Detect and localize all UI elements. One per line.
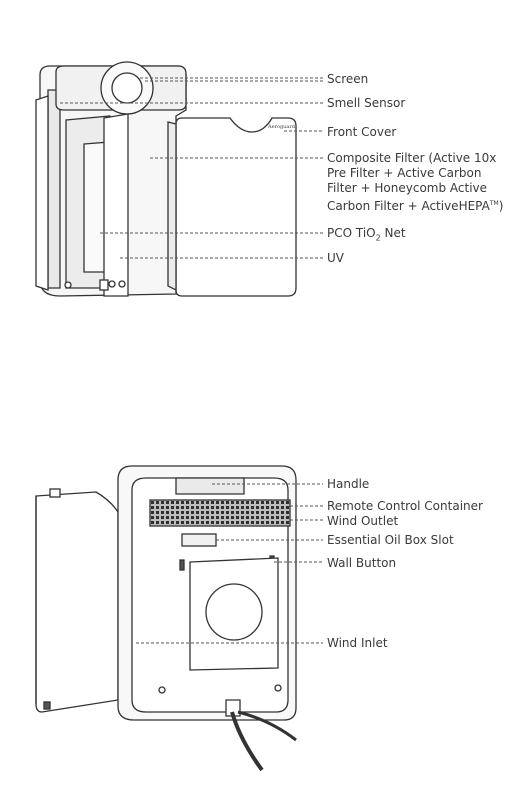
label-wall-button: Wall Button	[327, 556, 397, 570]
label-essential-oil-box-slot: Essential Oil Box Slot	[327, 533, 454, 547]
label-remote-control-container: Remote Control Container	[327, 499, 483, 513]
label-wind-outlet: Wind Outlet	[327, 514, 399, 528]
composite-filter-text: Composite Filter (Active 10x Pre Filter …	[327, 151, 497, 213]
label-smell-sensor: Smell Sensor	[327, 96, 406, 110]
label-wind-inlet: Wind Inlet	[327, 636, 388, 650]
label-pco-net: PCO TiO2 Net	[327, 226, 406, 245]
label-handle: Handle	[327, 477, 370, 491]
label-front-cover: Front Cover	[327, 125, 397, 139]
pco-prefix: PCO TiO	[327, 226, 376, 240]
composite-filter-close: )	[498, 199, 504, 213]
label-screen: Screen	[327, 72, 369, 86]
trademark-mark: TM	[489, 200, 499, 207]
pco-suffix: Net	[380, 226, 406, 240]
pco-subscript: 2	[375, 233, 381, 243]
bottom-leader-lines	[136, 483, 323, 644]
label-composite-filter: Composite Filter (Active 10x Pre Filter …	[327, 151, 509, 214]
purifier-front-illustration	[35, 61, 297, 297]
top-leader-lines	[60, 77, 323, 259]
brand-mark: Aeroguard	[268, 124, 295, 130]
purifier-back-illustration	[35, 465, 297, 772]
label-uv: UV	[327, 251, 344, 265]
